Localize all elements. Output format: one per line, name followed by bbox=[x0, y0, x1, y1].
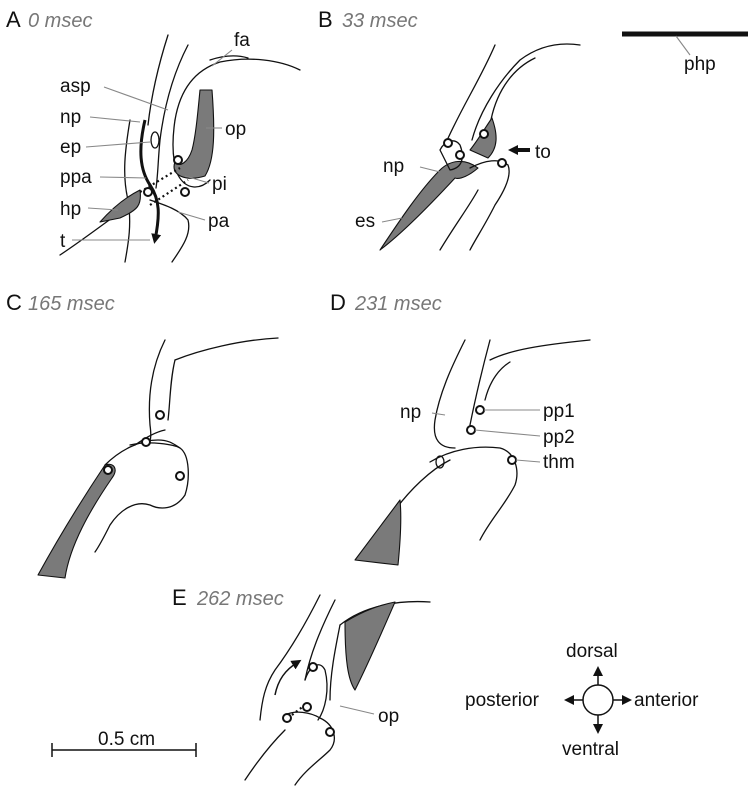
scale-bar-label: 0.5 cm bbox=[98, 729, 155, 750]
panel-a-opercle bbox=[173, 89, 215, 179]
panel-a-outline bbox=[149, 199, 190, 263]
panel-a-marker bbox=[143, 187, 153, 197]
panel-c-marker bbox=[103, 465, 113, 475]
panel-e-arrow bbox=[274, 659, 302, 696]
panel-b-outline bbox=[439, 189, 479, 251]
compass-dorsal: dorsal bbox=[566, 641, 618, 662]
panel-d-time: 231 msec bbox=[354, 293, 442, 315]
panel-b-time: 33 msec bbox=[342, 10, 418, 32]
label-pa: pa bbox=[208, 211, 230, 232]
panel-b-marker bbox=[497, 158, 507, 168]
label-thm: thm bbox=[543, 452, 575, 473]
label-php: php bbox=[684, 54, 716, 75]
panel-c-shaded bbox=[37, 463, 116, 579]
panel-a-outline bbox=[174, 58, 301, 121]
panel-a-outline bbox=[124, 119, 131, 263]
label-np-b: np bbox=[383, 156, 404, 177]
label-op-a: op bbox=[225, 119, 246, 140]
panel-b-letter: B bbox=[318, 7, 333, 32]
panel-a-hyoid bbox=[99, 189, 142, 223]
panel-b-marker bbox=[479, 129, 489, 139]
scale-bar: 0.5 cm bbox=[51, 729, 197, 757]
panel-a: A 0 msec fa asp np ep op bbox=[6, 7, 301, 263]
panel-a-outline bbox=[209, 55, 249, 61]
panel-d-outline bbox=[469, 339, 491, 426]
panel-c-marker bbox=[175, 471, 185, 481]
panel-a-marker bbox=[173, 155, 183, 165]
panel-e-dashed-line bbox=[287, 704, 306, 719]
panel-d-marker-ring bbox=[435, 455, 445, 469]
panel-b-outline bbox=[471, 43, 581, 141]
panel-e-outline bbox=[284, 711, 335, 786]
panel-d-outline bbox=[484, 361, 511, 401]
panel-e-opercle bbox=[344, 601, 396, 691]
panel-e-marker bbox=[302, 702, 312, 712]
panel-b-outline bbox=[469, 160, 510, 251]
panel-a-outline bbox=[155, 44, 189, 189]
label-t: t bbox=[60, 231, 66, 252]
panel-c-outline bbox=[134, 429, 166, 446]
compass-ventral: ventral bbox=[562, 739, 619, 760]
panel-c-outline bbox=[144, 339, 166, 443]
panel-a-time: 0 msec bbox=[28, 10, 92, 32]
panel-b-marker bbox=[443, 138, 453, 148]
panel-a-letter: A bbox=[6, 7, 21, 32]
panel-e-time: 262 msec bbox=[196, 588, 284, 610]
panel-e-outline bbox=[244, 729, 286, 781]
label-pp2: pp2 bbox=[543, 427, 575, 448]
label-hp: hp bbox=[60, 199, 81, 220]
panel-b: B 33 msec php to np es bbox=[318, 7, 748, 251]
label-fa: fa bbox=[234, 30, 250, 51]
panel-b-marker bbox=[455, 150, 465, 160]
panel-d-shaded bbox=[354, 499, 402, 566]
label-np-d: np bbox=[400, 402, 421, 423]
panel-a-outline bbox=[147, 34, 169, 126]
panel-e-outline bbox=[259, 594, 321, 721]
panel-a-ep-marker bbox=[150, 131, 160, 149]
panel-c-outline bbox=[94, 442, 189, 553]
label-ppa: ppa bbox=[60, 167, 92, 188]
panel-d-outline bbox=[433, 339, 466, 449]
label-es: es bbox=[355, 211, 375, 232]
label-np-a: np bbox=[60, 107, 81, 128]
label-pp1: pp1 bbox=[543, 401, 575, 422]
label-ep: ep bbox=[60, 137, 81, 158]
label-asp: asp bbox=[60, 76, 91, 97]
compass-posterior: posterior bbox=[465, 690, 540, 711]
panel-d-marker bbox=[507, 455, 517, 465]
panel-c-letter: C bbox=[6, 290, 22, 315]
panel-a-arrow bbox=[139, 119, 162, 244]
panel-b-es bbox=[379, 160, 479, 251]
panel-d-letter: D bbox=[330, 290, 346, 315]
panel-c-time: 165 msec bbox=[28, 293, 115, 315]
panel-c: C 165 msec bbox=[6, 290, 279, 579]
orientation-compass: dorsal ventral posterior anterior bbox=[465, 641, 699, 760]
panel-b-outline bbox=[489, 57, 536, 126]
panel-c-outline bbox=[174, 337, 279, 361]
label-op-e: op bbox=[378, 706, 399, 727]
label-to: to bbox=[535, 142, 551, 163]
panel-e-marker bbox=[308, 662, 318, 672]
compass-anterior: anterior bbox=[634, 690, 699, 711]
panel-c-marker bbox=[155, 410, 165, 420]
panel-e-marker bbox=[282, 713, 292, 723]
panel-d-outline bbox=[429, 446, 518, 541]
panel-e: E 262 msec op bbox=[172, 585, 431, 786]
panel-b-outline bbox=[444, 44, 496, 146]
panel-e-outline bbox=[329, 624, 341, 701]
panel-e-letter: E bbox=[172, 585, 187, 610]
panel-d-marker bbox=[475, 405, 485, 415]
panel-c-outline bbox=[167, 359, 176, 421]
label-pi: pi bbox=[212, 174, 227, 195]
panel-a-marker bbox=[180, 187, 190, 197]
panel-e-outline bbox=[304, 599, 336, 681]
panel-d-outline bbox=[489, 339, 591, 361]
panel-c-outline bbox=[104, 439, 181, 466]
panel-c-marker bbox=[141, 437, 151, 447]
panel-e-marker bbox=[325, 727, 335, 737]
panel-d: D 231 msec np pp1 pp2 thm bbox=[330, 290, 591, 566]
panel-d-marker bbox=[466, 425, 476, 435]
